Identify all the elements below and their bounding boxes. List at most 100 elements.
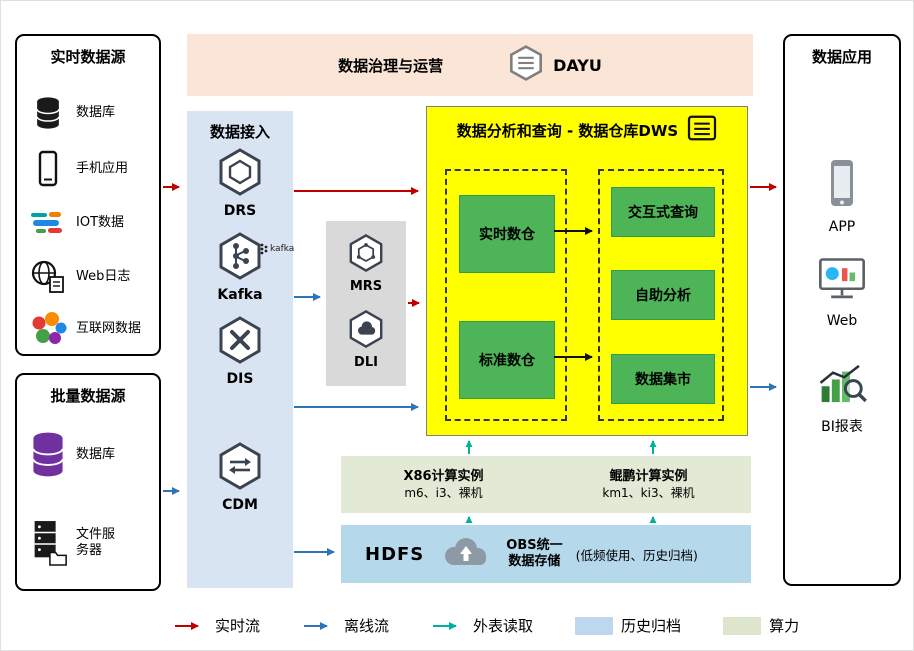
source-item-label: 数据库 [76,446,116,462]
dayu-logo-group: DAYU [507,44,602,86]
legend-label: 算力 [769,617,800,635]
data-ingestion-title: 数据接入 [209,123,270,141]
obs-title-line1: OBS统一 [506,537,563,553]
source-item-batch-database: 数据库 [27,415,155,495]
processing-panel: MRS DLI [326,221,406,386]
source-item-file-server: 文件服务器 [27,503,155,583]
data-ingestion-panel: 数据接入 DRS [187,111,294,588]
batch-sources-title: 批量数据源 [50,387,126,405]
legend-archive: 历史归档 [575,615,681,636]
source-item-mobile-app: 手机应用 [27,144,155,194]
obs-title-line2: 数据存储 [508,554,561,569]
service-label: DIS [226,371,254,387]
app-item-web: Web [785,254,899,329]
dws-title-row: 数据分析和查询 - 数据仓库DWS [427,115,747,145]
compute-swatch [723,616,762,635]
app-item-label: BI报表 [821,419,863,435]
mrs-icon [346,233,386,277]
x86-compute-detail: m6、i3、裸机 [404,486,483,501]
source-item-label: 互联网数据 [76,320,142,336]
dws-warehouse-group: 实时数仓 标准数仓 [445,169,567,421]
app-item-bi-report: BI报表 [785,361,899,436]
dayu-icon [507,44,545,86]
module-realtime-warehouse: 实时数仓 [459,195,555,273]
module-self-service-analysis: 自助分析 [611,270,715,320]
data-applications-title: 数据应用 [811,48,872,66]
kafka-mini-logo: kafka [259,243,294,255]
bi-chart-icon [816,361,868,411]
batch-sources-panel: 批量数据源 数据库 [15,373,161,591]
service-label: CDM [222,497,258,513]
kunpeng-compute: 鲲鹏计算实例 km1、ki3、裸机 [546,456,751,513]
service-label: Kafka [217,287,263,303]
obs-note: (低频使用、历史归档) [575,547,698,563]
kunpeng-compute-detail: km1、ki3、裸机 [602,486,695,501]
dis-icon [215,315,265,369]
governance-title: 数据治理与运营 [338,56,444,75]
dli-icon [346,309,386,353]
teal-arrow-icon [433,621,458,630]
kafka-mini-text: kafka [270,244,295,254]
compute-instances-bar: X86计算实例 m6、i3、裸机 鲲鹏计算实例 km1、ki3、裸机 [341,456,751,513]
service-drs: DRS [187,147,293,219]
globe-log-icon [27,255,69,299]
internet-bubbles-icon [27,307,69,351]
archive-swatch [575,616,614,635]
legend-compute: 算力 [723,615,799,636]
service-cdm: CDM [187,441,293,513]
red-arrow-icon [175,621,199,630]
database-icon [27,91,69,135]
module-standard-warehouse: 标准数仓 [459,321,555,399]
module-data-mart: 数据集市 [611,354,715,404]
source-item-label: IOT数据 [76,214,125,230]
legend-label: 历史归档 [621,617,682,635]
source-item-label: 手机应用 [76,160,129,176]
realtime-sources-title: 实时数据源 [50,48,126,66]
source-item-web-log: Web日志 [27,252,155,302]
file-server-icon [27,521,69,566]
service-dis: DIS [187,315,293,387]
legend-realtime-flow: 实时流 [173,615,260,636]
source-item-label: 文件服务器 [76,526,116,558]
source-item-label: Web日志 [76,268,131,284]
source-item-iot: IOT数据 [27,198,155,248]
report-doc-icon [687,115,717,145]
legend-offline-flow: 离线流 [302,615,389,636]
legend-external-read: 外表读取 [431,615,533,636]
service-label: DLI [354,355,378,370]
legend-label: 外表读取 [473,617,534,635]
obs-title: OBS统一 数据存储 [506,538,562,571]
purple-database-icon [27,432,69,477]
legend: 实时流 离线流 外表读取 历史归档 算力 [173,615,799,636]
governance-banner: 数据治理与运营 DAYU [187,34,753,96]
dws-title: 数据分析和查询 - 数据仓库DWS [456,121,679,140]
app-phone-icon [826,158,858,214]
dws-warehouse-panel: 数据分析和查询 - 数据仓库DWS 实时数仓 标准数仓 交互式查询 自助分析 数… [426,106,748,436]
drs-icon [215,147,265,201]
obs-cloud-icon [437,534,493,574]
kunpeng-compute-title: 鲲鹏计算实例 [609,468,688,484]
web-monitor-icon [816,254,868,308]
realtime-sources-panel: 实时数据源 数据库 手机应用 [15,34,161,356]
source-item-database: 数据库 [27,88,155,138]
hdfs-label: HDFS [365,543,425,565]
iot-wordcloud-icon [27,201,69,245]
dayu-label: DAYU [553,55,602,75]
x86-compute: X86计算实例 m6、i3、裸机 [341,456,546,513]
module-interactive-query: 交互式查询 [611,187,715,237]
service-label: DRS [223,203,257,219]
app-item-label: Web [826,313,858,329]
service-mrs: MRS [326,233,406,294]
legend-label: 离线流 [344,617,390,635]
source-item-label: 数据库 [76,104,116,120]
service-label: MRS [349,279,383,294]
kafka-icon [215,231,265,285]
app-item-app: APP [785,158,899,235]
storage-bar: HDFS OBS统一 数据存储 (低频使用、历史归档) [341,525,751,583]
legend-label: 实时流 [215,617,261,635]
source-item-internet-data: 互联网数据 [27,304,155,354]
service-dli: DLI [326,309,406,370]
app-item-label: APP [828,219,856,235]
x86-compute-title: X86计算实例 [403,468,484,484]
